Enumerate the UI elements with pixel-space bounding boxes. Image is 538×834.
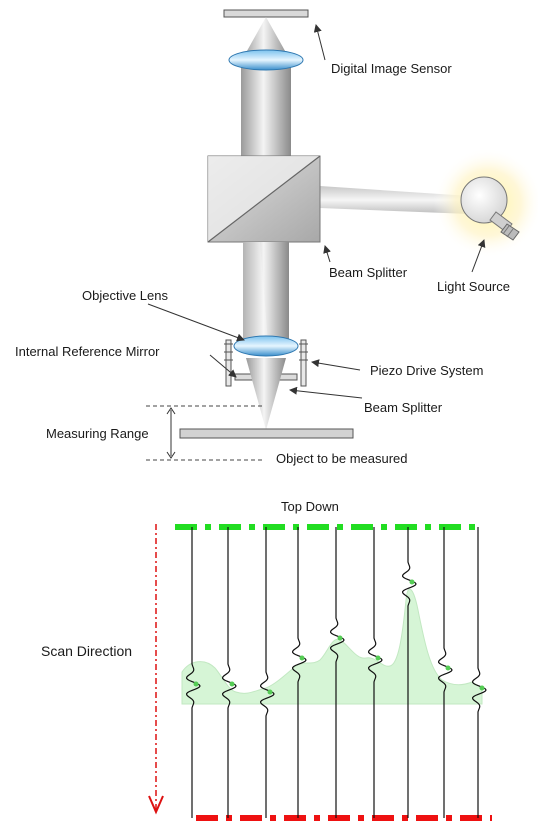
label-beam-splitter-top: Beam Splitter: [329, 265, 408, 280]
scan-line-7: [401, 527, 417, 818]
lower-beam: [243, 242, 289, 342]
label-digital-image-sensor: Digital Image Sensor: [331, 61, 452, 76]
scan-lines-group: [185, 527, 487, 818]
fringe-peak-marker-9: [479, 685, 485, 691]
fringe-peak-marker-1: [193, 681, 199, 687]
scan-line-4: [291, 527, 307, 818]
fringe-peak-marker-2: [229, 681, 235, 687]
fringe-peak-marker-3: [267, 689, 273, 695]
light-bulb-icon: [433, 148, 538, 258]
label-objective-lens: Objective Lens: [82, 288, 168, 303]
horizontal-beam: [320, 186, 470, 214]
digital-image-sensor: [223, 9, 309, 18]
label-scan-direction: Scan Direction: [41, 643, 132, 659]
scan-line-3: [259, 527, 275, 818]
label-measuring-range: Measuring Range: [46, 426, 149, 441]
object-plate: [179, 428, 354, 439]
scan-line-1: [185, 527, 201, 818]
label-internal-reference-mirror: Internal Reference Mirror: [15, 344, 160, 359]
objective-lens-icon: [233, 335, 299, 357]
scan-line-9: [471, 527, 487, 818]
scan-line-2: [221, 527, 237, 818]
beam-splitter-cube: [207, 155, 321, 243]
arrow-icon: [148, 795, 164, 815]
fringe-peak-marker-8: [445, 665, 451, 671]
scan-line-5: [329, 527, 345, 818]
measuring-range-indicator: [146, 405, 262, 461]
upper-light-cone: [243, 17, 289, 58]
piezo-drive-system: [224, 339, 308, 387]
lower-light-cone: [246, 358, 286, 430]
lens-icon: [228, 49, 304, 71]
label-piezo-drive-system: Piezo Drive System: [370, 363, 483, 378]
label-object-to-be-measured: Object to be measured: [276, 451, 408, 466]
fringe-peak-marker-6: [375, 655, 381, 661]
label-beam-splitter-bottom: Beam Splitter: [364, 400, 443, 415]
fringe-peak-marker-4: [299, 655, 305, 661]
label-top-down: Top Down: [281, 499, 339, 514]
scan-line-8: [437, 527, 453, 818]
fringe-peak-marker-5: [337, 635, 343, 641]
scan-line-6: [367, 527, 383, 818]
fringe-peak-marker-7: [409, 579, 415, 585]
upper-beam: [241, 60, 291, 160]
label-light-source: Light Source: [437, 279, 510, 294]
leader-lines: [147, 24, 486, 399]
